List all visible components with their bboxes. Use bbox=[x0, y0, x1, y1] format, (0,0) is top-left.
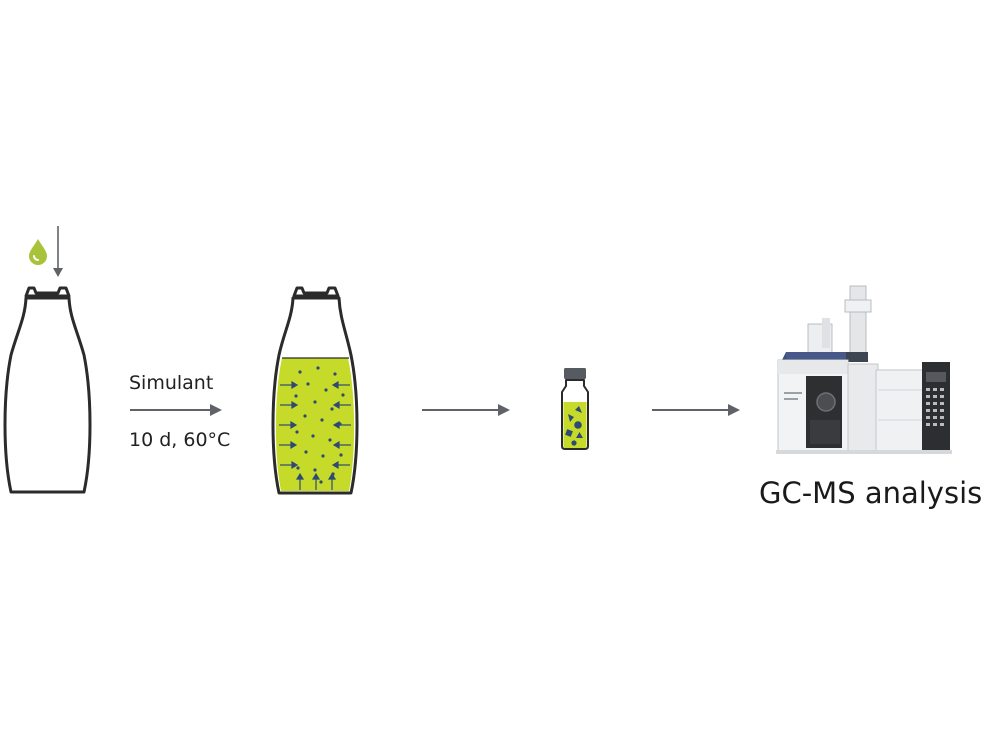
simulant-label: Simulant bbox=[129, 372, 214, 394]
droplet-icon bbox=[29, 239, 47, 265]
vial-icon bbox=[561, 368, 589, 450]
process-arrow-3 bbox=[652, 404, 740, 416]
bottle-icon bbox=[3, 286, 92, 494]
migrant-particles bbox=[294, 366, 345, 484]
filled-bottle-icon bbox=[271, 286, 359, 495]
conditions-label: 10 d, 60°C bbox=[129, 429, 231, 451]
process-arrow-1 bbox=[130, 404, 222, 416]
vial-particles bbox=[565, 406, 583, 446]
gc-ms-instrument-icon bbox=[776, 285, 952, 454]
process-arrow-2 bbox=[422, 404, 510, 416]
dropper-arrow bbox=[53, 226, 63, 277]
gc-ms-analysis-label: GC-MS analysis bbox=[759, 476, 983, 510]
